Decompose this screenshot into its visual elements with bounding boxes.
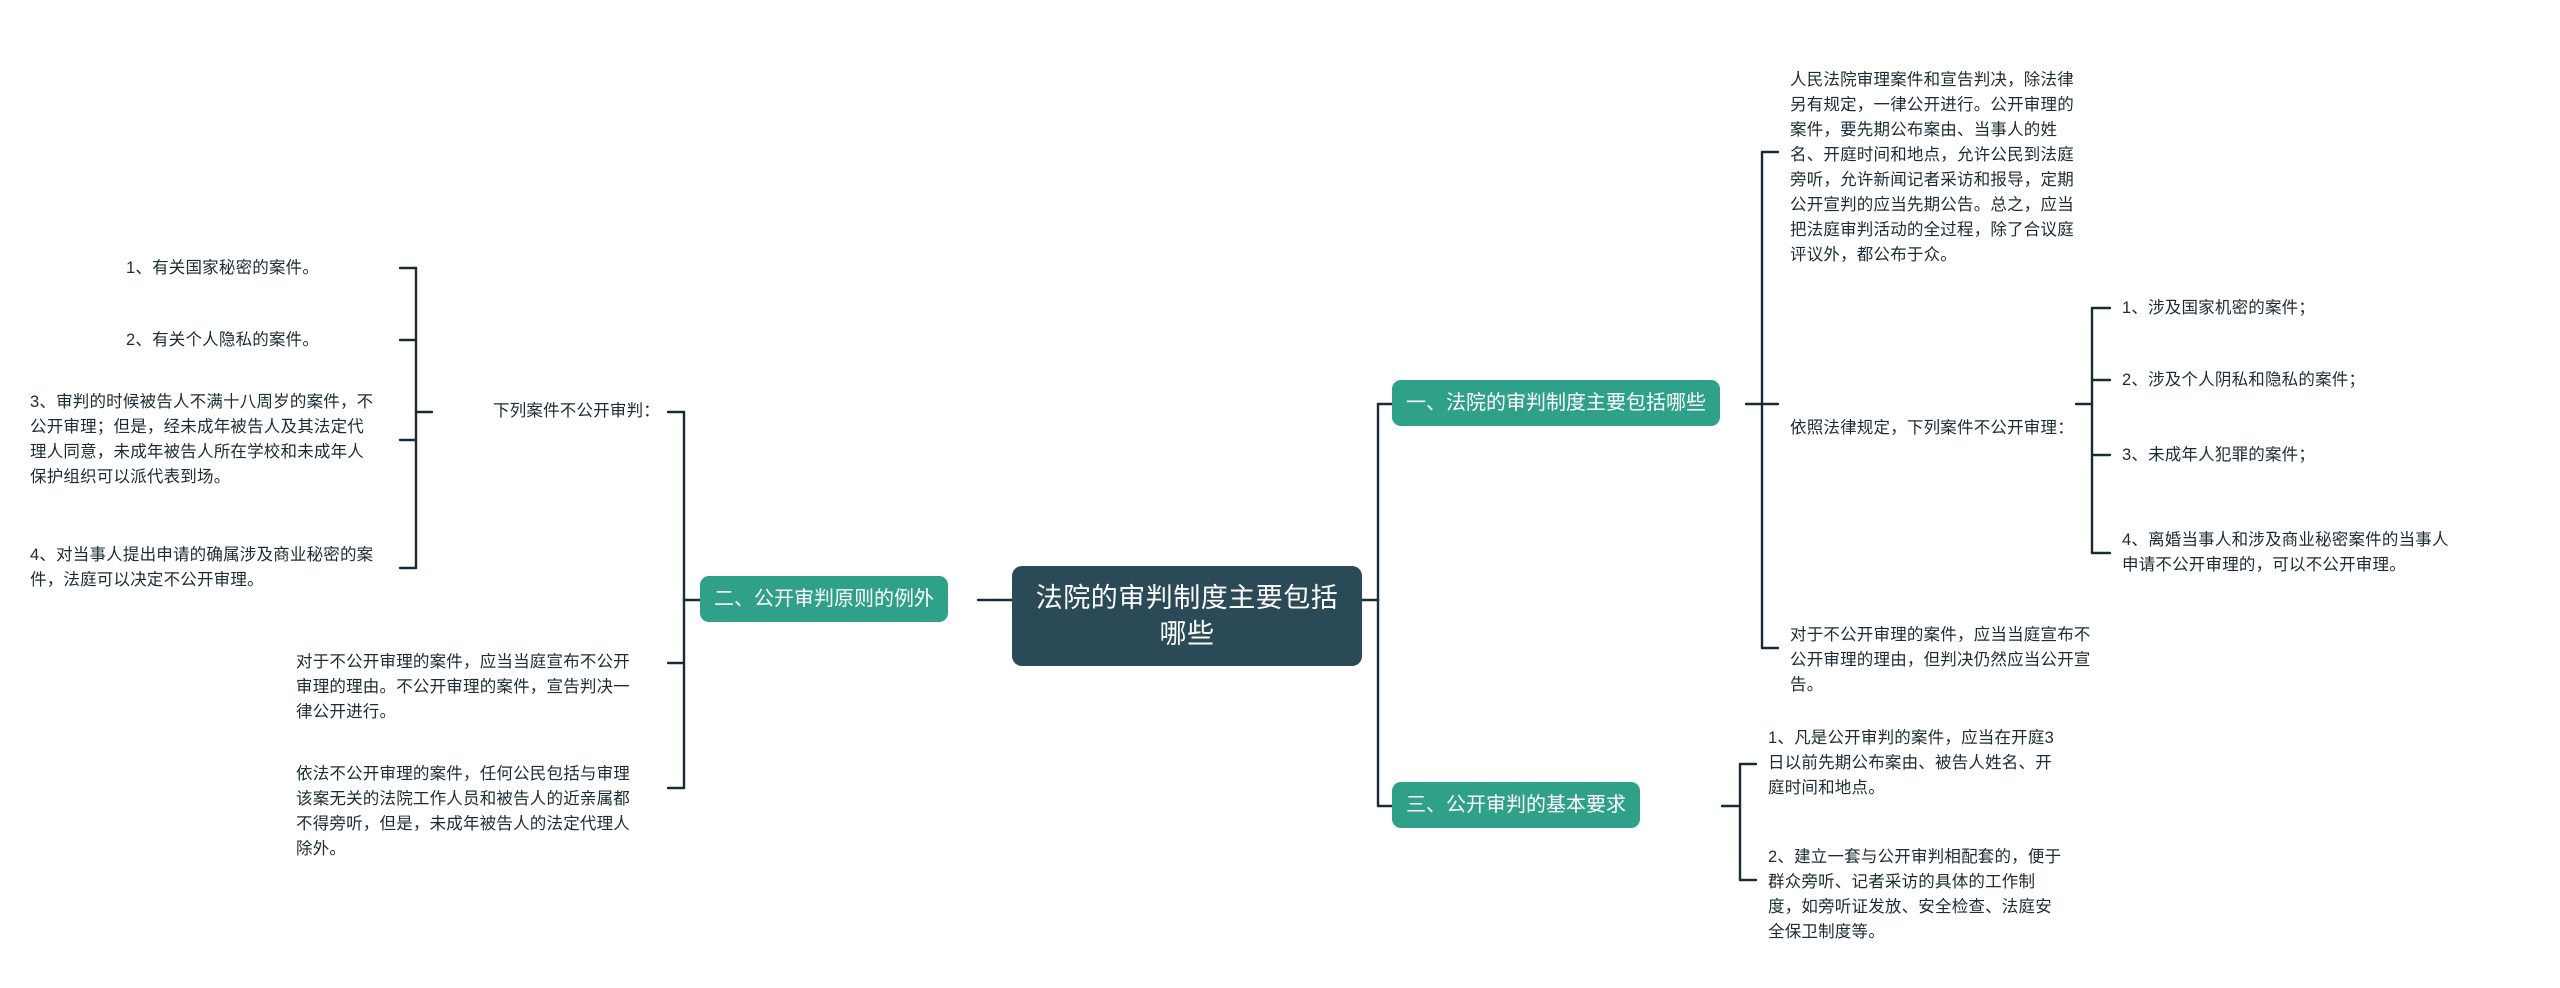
branch3-item-1-label: 1、凡是公开审判的案件，应当在开庭3日以前先期公布案由、被告人姓名、开庭时间和地… (1768, 729, 2054, 797)
branch2-child-2[interactable]: 对于不公开审理的案件，应当当庭宣布不公开审理的理由。不公开审理的案件，宣告判决一… (296, 650, 644, 725)
branch2-child-1-item-2[interactable]: 2、有关个人隐私的案件。 (126, 328, 378, 353)
branch1-child-2-item-4-label: 4、离婚当事人和涉及商业秘密案件的当事人申请不公开审理的，可以不公开审理。 (2122, 531, 2449, 574)
branch2-child-1-item-4[interactable]: 4、对当事人提出申请的确属涉及商业秘密的案件，法庭可以决定不公开审理。 (30, 543, 378, 593)
branch2-child-2-label: 对于不公开审理的案件，应当当庭宣布不公开审理的理由。不公开审理的案件，宣告判决一… (296, 653, 630, 721)
branch1-child-2-item-3[interactable]: 3、未成年人犯罪的案件； (2122, 443, 2452, 468)
branch1-child-2-item-1-label: 1、涉及国家机密的案件； (2122, 299, 2316, 317)
branch1-child-2-item-1[interactable]: 1、涉及国家机密的案件； (2122, 296, 2452, 321)
branch-node-2-label: 二、公开审判原则的例外 (714, 588, 934, 610)
branch-node-1-label: 一、法院的审判制度主要包括哪些 (1406, 392, 1706, 414)
branch1-child-2[interactable]: 依照法律规定，下列案件不公开审理： (1790, 416, 2074, 441)
branch-node-3-label: 三、公开审判的基本要求 (1406, 794, 1626, 816)
branch3-item-1[interactable]: 1、凡是公开审判的案件，应当在开庭3日以前先期公布案由、被告人姓名、开庭时间和地… (1768, 726, 2068, 801)
branch1-child-1[interactable]: 人民法院审理案件和宣告判决，除法律另有规定，一律公开进行。公开审理的案件，要先期… (1790, 68, 2090, 268)
branch1-child-2-label: 依照法律规定，下列案件不公开审理： (1790, 419, 2074, 437)
branch-node-3[interactable]: 三、公开审判的基本要求 (1392, 782, 1640, 828)
branch1-child-2-item-3-label: 3、未成年人犯罪的案件； (2122, 446, 2316, 464)
branch2-child-1-item-3[interactable]: 3、审判的时候被告人不满十八周岁的案件，不公开审理；但是，经未成年被告人及其法定… (30, 390, 378, 490)
branch-node-1[interactable]: 一、法院的审判制度主要包括哪些 (1392, 380, 1720, 426)
branch2-child-1[interactable]: 下列案件不公开审判： (288, 399, 660, 424)
branch1-child-2-item-2-label: 2、涉及个人阴私和隐私的案件； (2122, 371, 2366, 389)
branch2-child-3[interactable]: 依法不公开审理的案件，任何公民包括与审理该案无关的法院工作人员和被告人的近亲属都… (296, 762, 644, 862)
branch2-child-1-item-3-label: 3、审判的时候被告人不满十八周岁的案件，不公开审理；但是，经未成年被告人及其法定… (30, 393, 374, 486)
branch3-item-2[interactable]: 2、建立一套与公开审判相配套的，便于群众旁听、记者采访的具体的工作制度，如旁听证… (1768, 845, 2068, 945)
branch1-child-2-item-2[interactable]: 2、涉及个人阴私和隐私的案件； (2122, 368, 2462, 393)
branch2-child-1-item-1-label: 1、有关国家秘密的案件。 (126, 259, 320, 277)
branch1-child-2-item-4[interactable]: 4、离婚当事人和涉及商业秘密案件的当事人申请不公开审理的，可以不公开审理。 (2122, 528, 2462, 578)
branch-node-2[interactable]: 二、公开审判原则的例外 (700, 576, 948, 622)
branch1-child-3[interactable]: 对于不公开审理的案件，应当当庭宣布不公开审理的理由，但判决仍然应当公开宣告。 (1790, 623, 2100, 698)
branch1-child-3-label: 对于不公开审理的案件，应当当庭宣布不公开审理的理由，但判决仍然应当公开宣告。 (1790, 626, 2091, 694)
branch2-child-1-label: 下列案件不公开审判： (493, 402, 660, 420)
branch1-child-1-label: 人民法院审理案件和宣告判决，除法律另有规定，一律公开进行。公开审理的案件，要先期… (1790, 71, 2074, 264)
branch2-child-1-item-4-label: 4、对当事人提出申请的确属涉及商业秘密的案件，法庭可以决定不公开审理。 (30, 546, 374, 589)
branch2-child-3-label: 依法不公开审理的案件，任何公民包括与审理该案无关的法院工作人员和被告人的近亲属都… (296, 765, 630, 858)
root-node-label: 法院的审判制度主要包括哪些 (1035, 583, 1339, 649)
root-node[interactable]: 法院的审判制度主要包括哪些 (1012, 566, 1362, 666)
branch2-child-1-item-1[interactable]: 1、有关国家秘密的案件。 (126, 256, 378, 281)
branch3-item-2-label: 2、建立一套与公开审判相配套的，便于群众旁听、记者采访的具体的工作制度，如旁听证… (1768, 848, 2062, 941)
branch2-child-1-item-2-label: 2、有关个人隐私的案件。 (126, 331, 320, 349)
